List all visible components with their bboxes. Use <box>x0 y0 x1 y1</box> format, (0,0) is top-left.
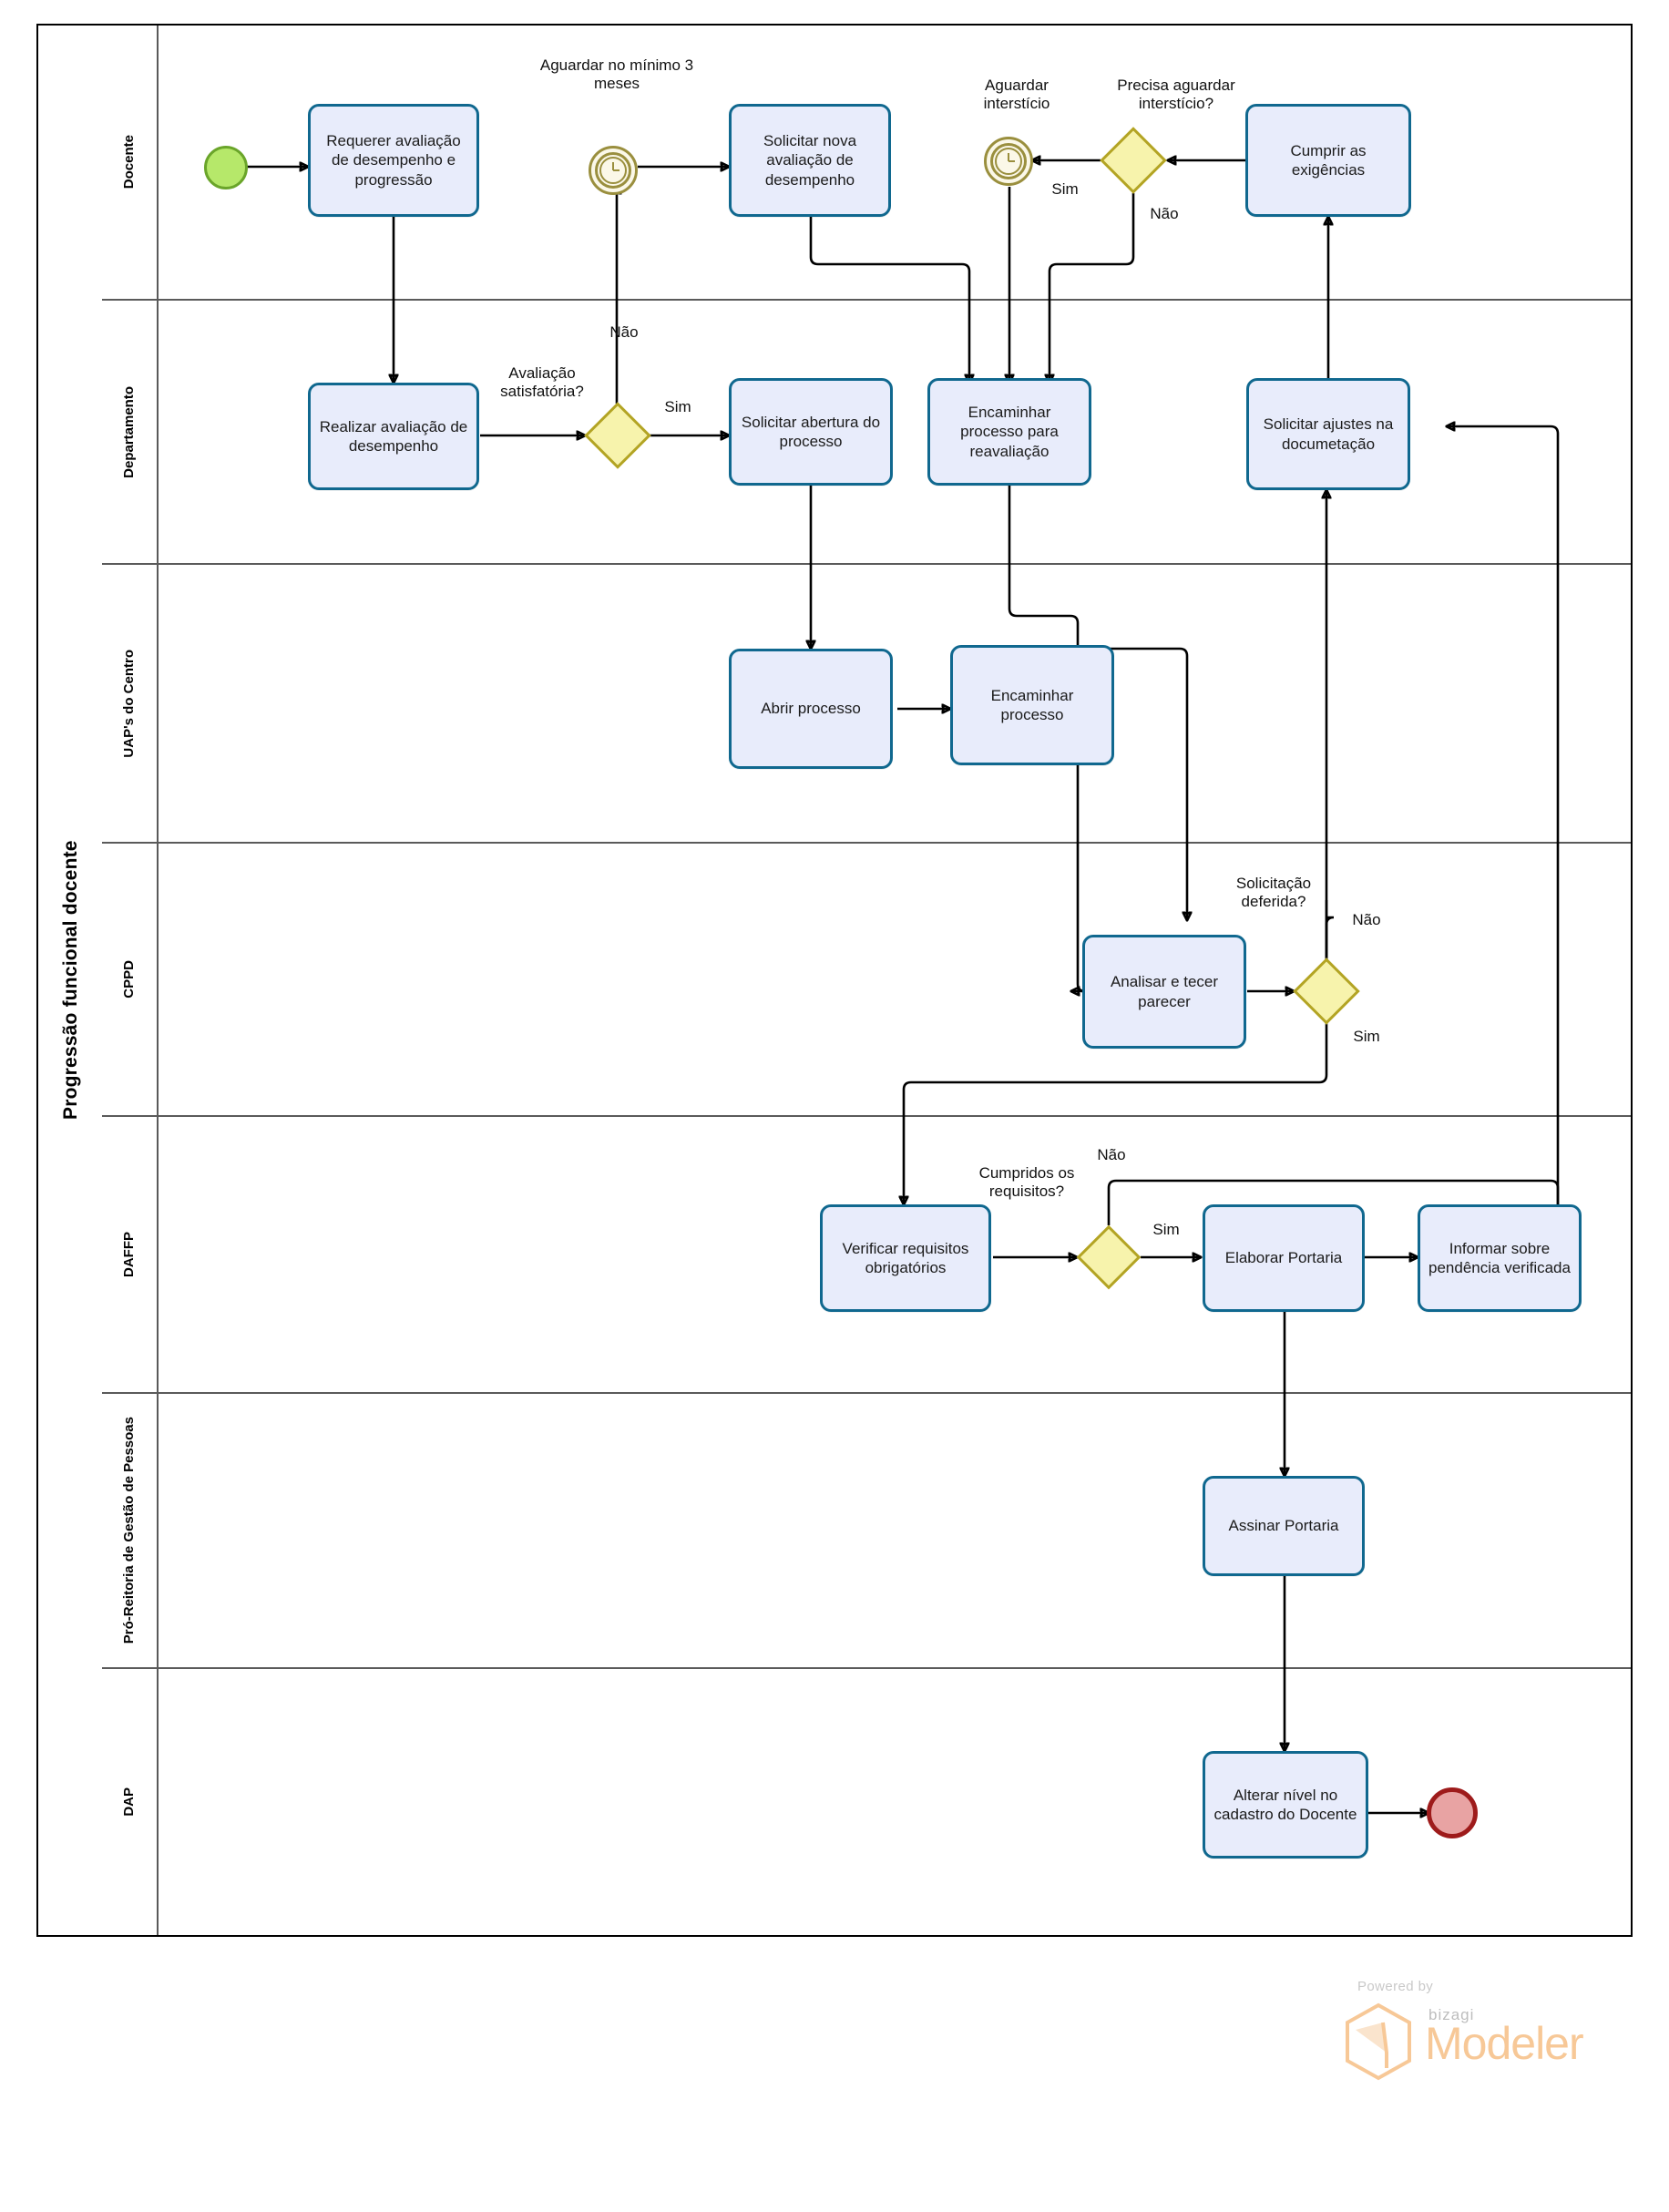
lane-label-dap: DAP <box>120 1787 137 1817</box>
task-realizar-avaliacao-desempenho[interactable]: Realizar avaliação de desempenho <box>308 383 479 490</box>
lane-label-uaps-do-centro: UAP's do Centro <box>120 649 137 758</box>
lane-label-cppd: CPPD <box>120 960 137 998</box>
lane-cppd <box>102 842 1631 1115</box>
bizagi-wordmark: bizagi <box>1428 2006 1475 2023</box>
lane-daffp <box>102 1115 1631 1392</box>
lane-pro-reitoria-de-gestao-de-pessoas <box>102 1392 1631 1667</box>
flow-label-requisitos-sim: Sim <box>1152 1221 1180 1238</box>
lane-header-dap: DAP <box>102 1669 159 1935</box>
task-encaminhar-processo[interactable]: Encaminhar processo <box>950 645 1114 765</box>
timer-event-aguardar-interstico[interactable] <box>984 137 1033 186</box>
flow-label-intersticio-sim: Sim <box>1051 180 1079 198</box>
bizagi-cube-icon <box>1346 2002 1411 2081</box>
lane-header-daffp: DAFFP <box>102 1117 159 1392</box>
modeler-wordmark: Modeler <box>1425 2018 1584 2069</box>
task-abrir-processo[interactable]: Abrir processo <box>729 649 893 769</box>
lane-header-docente: Docente <box>102 26 159 299</box>
end-event[interactable] <box>1427 1787 1478 1838</box>
task-verificar-requisitos-obrigatorios[interactable]: Verificar requisitos obrigatórios <box>820 1204 991 1312</box>
task-solicitar-ajustes-documentacao[interactable]: Solicitar ajustes na documetação <box>1246 378 1410 490</box>
pool-title: Progressão funcional docente <box>60 840 81 1121</box>
lane-header-departamento: Departamento <box>102 301 159 563</box>
flow-label-deferida-sim: Sim <box>1353 1028 1380 1045</box>
lane-label-daffp: DAFFP <box>120 1232 137 1277</box>
gateway-avaliacao-satisfatoria-label: Avaliação satisfatória? <box>500 364 584 401</box>
lane-header-cppd: CPPD <box>102 844 159 1115</box>
bizagi-branding: Powered by bizagi Modeler <box>1323 1979 1614 2106</box>
gateway-precisa-aguardar-label: Precisa aguardar interstício? <box>1117 77 1235 113</box>
task-solicitar-abertura-processo[interactable]: Solicitar abertura do processo <box>729 378 893 486</box>
gateway-solicitacao-deferida-label: Solicitação deferida? <box>1235 875 1312 911</box>
task-elaborar-portaria[interactable]: Elaborar Portaria <box>1203 1204 1365 1312</box>
lane-label-docente: Docente <box>120 135 137 189</box>
lane-label-pro-reitoria: Pró-Reitoria de Gestão de Pessoas <box>120 1417 137 1644</box>
gateway-cumpridos-requisitos-label: Cumpridos os requisitos? <box>978 1164 1075 1201</box>
flow-label-deferida-nao: Não <box>1352 911 1381 928</box>
flow-label-requisitos-nao: Não <box>1097 1146 1126 1163</box>
task-cumprir-exigencias[interactable]: Cumprir as exigências <box>1245 104 1411 217</box>
timer1-label: Aguardar no mínimo 3 meses <box>539 56 694 93</box>
start-event[interactable] <box>204 146 248 189</box>
task-informar-pendencia-verificada[interactable]: Informar sobre pendência verificada <box>1418 1204 1582 1312</box>
flow-label-avaliacao-sim: Sim <box>664 398 691 415</box>
timer-event-aguardar-3-meses[interactable] <box>589 146 638 195</box>
flow-label-avaliacao-nao: Não <box>609 323 639 341</box>
lane-label-departamento: Departamento <box>120 385 137 478</box>
task-solicitar-nova-avaliacao[interactable]: Solicitar nova avaliação de desempenho <box>729 104 891 217</box>
task-requerer-avaliacao[interactable]: Requerer avaliação de desempenho e progr… <box>308 104 479 217</box>
task-assinar-portaria[interactable]: Assinar Portaria <box>1203 1476 1365 1576</box>
timer2-label: Aguardar interstício <box>983 77 1050 113</box>
flow-label-intersticio-nao: Não <box>1150 205 1179 222</box>
lane-header-pro-reitoria: Pró-Reitoria de Gestão de Pessoas <box>102 1394 159 1667</box>
lane-dap <box>102 1667 1631 1935</box>
task-analisar-tecer-parecer[interactable]: Analisar e tecer parecer <box>1082 935 1246 1049</box>
task-encaminhar-processo-reavaliacao[interactable]: Encaminhar processo para reavaliação <box>927 378 1091 486</box>
lane-uaps-do-centro <box>102 563 1631 842</box>
lane-header-uaps-do-centro: UAP's do Centro <box>102 565 159 842</box>
task-alterar-nivel-cadastro-docente[interactable]: Alterar nível no cadastro do Docente <box>1203 1751 1368 1859</box>
powered-by-label: Powered by <box>1357 1979 1434 1994</box>
